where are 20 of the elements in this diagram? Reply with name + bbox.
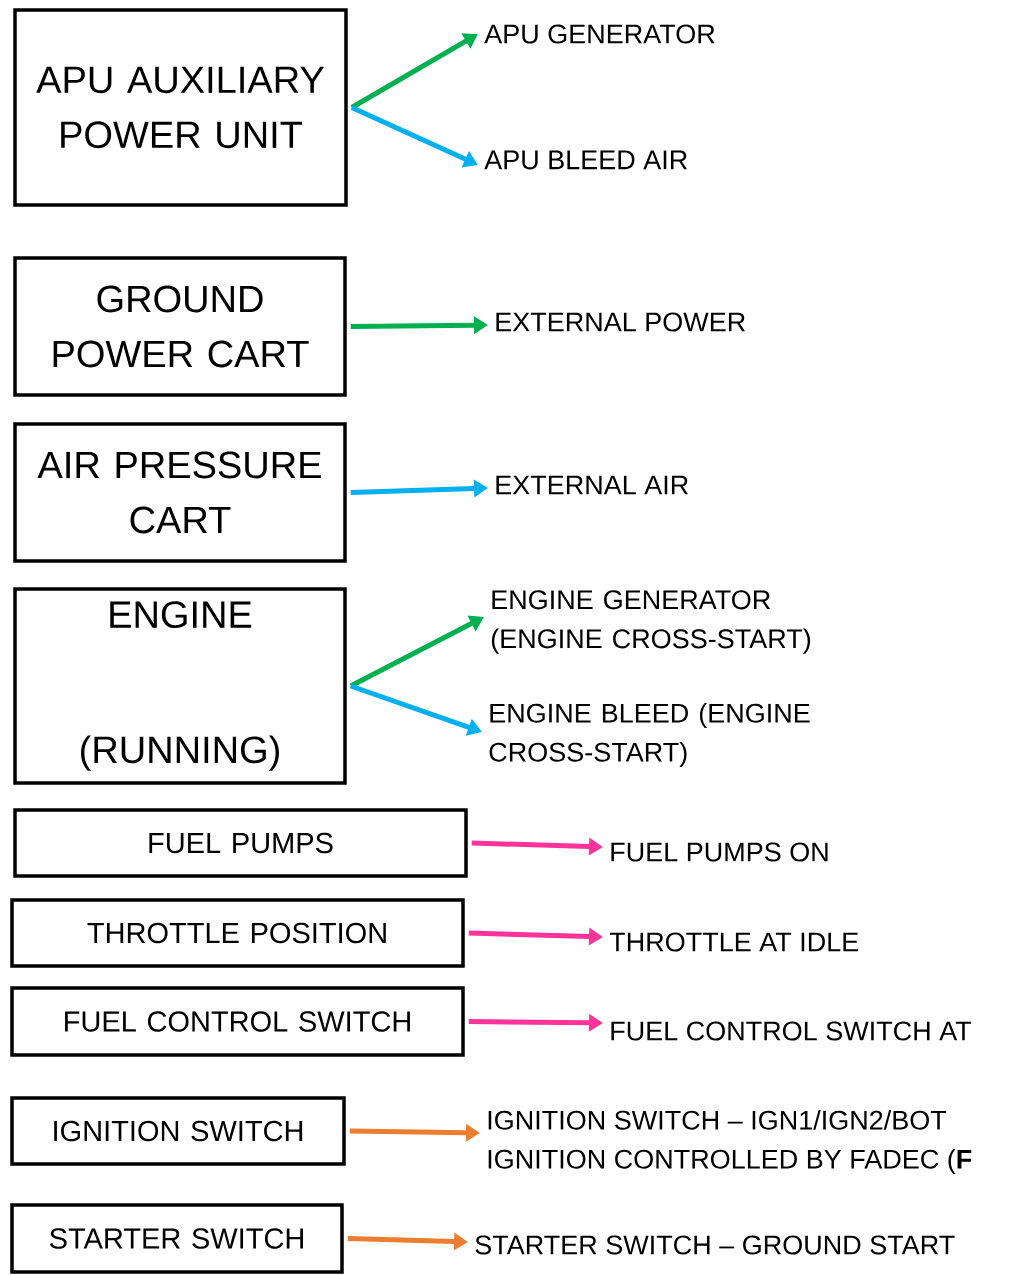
process-box: APU AUXILIARY POWER UNIT <box>13 8 348 207</box>
output-label: FUEL CONTROL SWITCH AT <box>611 1021 972 1041</box>
output-label: FUEL PUMPS ON <box>611 842 828 862</box>
output-label: THROTTLE AT IDLE <box>609 932 859 952</box>
process-box: THROTTLE POSITION <box>10 898 465 968</box>
process-box: ENGINE (RUNNING) <box>13 587 347 785</box>
output-label: ENGINE BLEED (ENGINE CROSS-START) <box>489 702 810 768</box>
output-label: EXTERNAL POWER <box>496 312 745 332</box>
process-box: GROUND POWER CART <box>13 256 347 397</box>
process-box: STARTER SWITCH <box>10 1203 344 1274</box>
output-label: ENGINE GENERATOR (ENGINE CROSS-START) <box>491 590 811 654</box>
output-label: APU BLEED AIR <box>484 150 687 170</box>
output-label: IGNITION SWITCH – IGN1/IGN2/BOT IGNITION CONTROLLED BY FADEC (F <box>488 1109 972 1175</box>
output-label: EXTERNAL AIR <box>496 475 688 495</box>
output-label: STARTER SWITCH – GROUND START <box>475 1235 955 1255</box>
process-box: FUEL PUMPS <box>13 808 468 878</box>
output-label: APU GENERATOR <box>484 24 715 44</box>
process-box: AIR PRESSURE CART <box>13 422 347 563</box>
process-box: IGNITION SWITCH <box>10 1096 346 1166</box>
process-box: FUEL CONTROL SWITCH <box>10 986 465 1057</box>
